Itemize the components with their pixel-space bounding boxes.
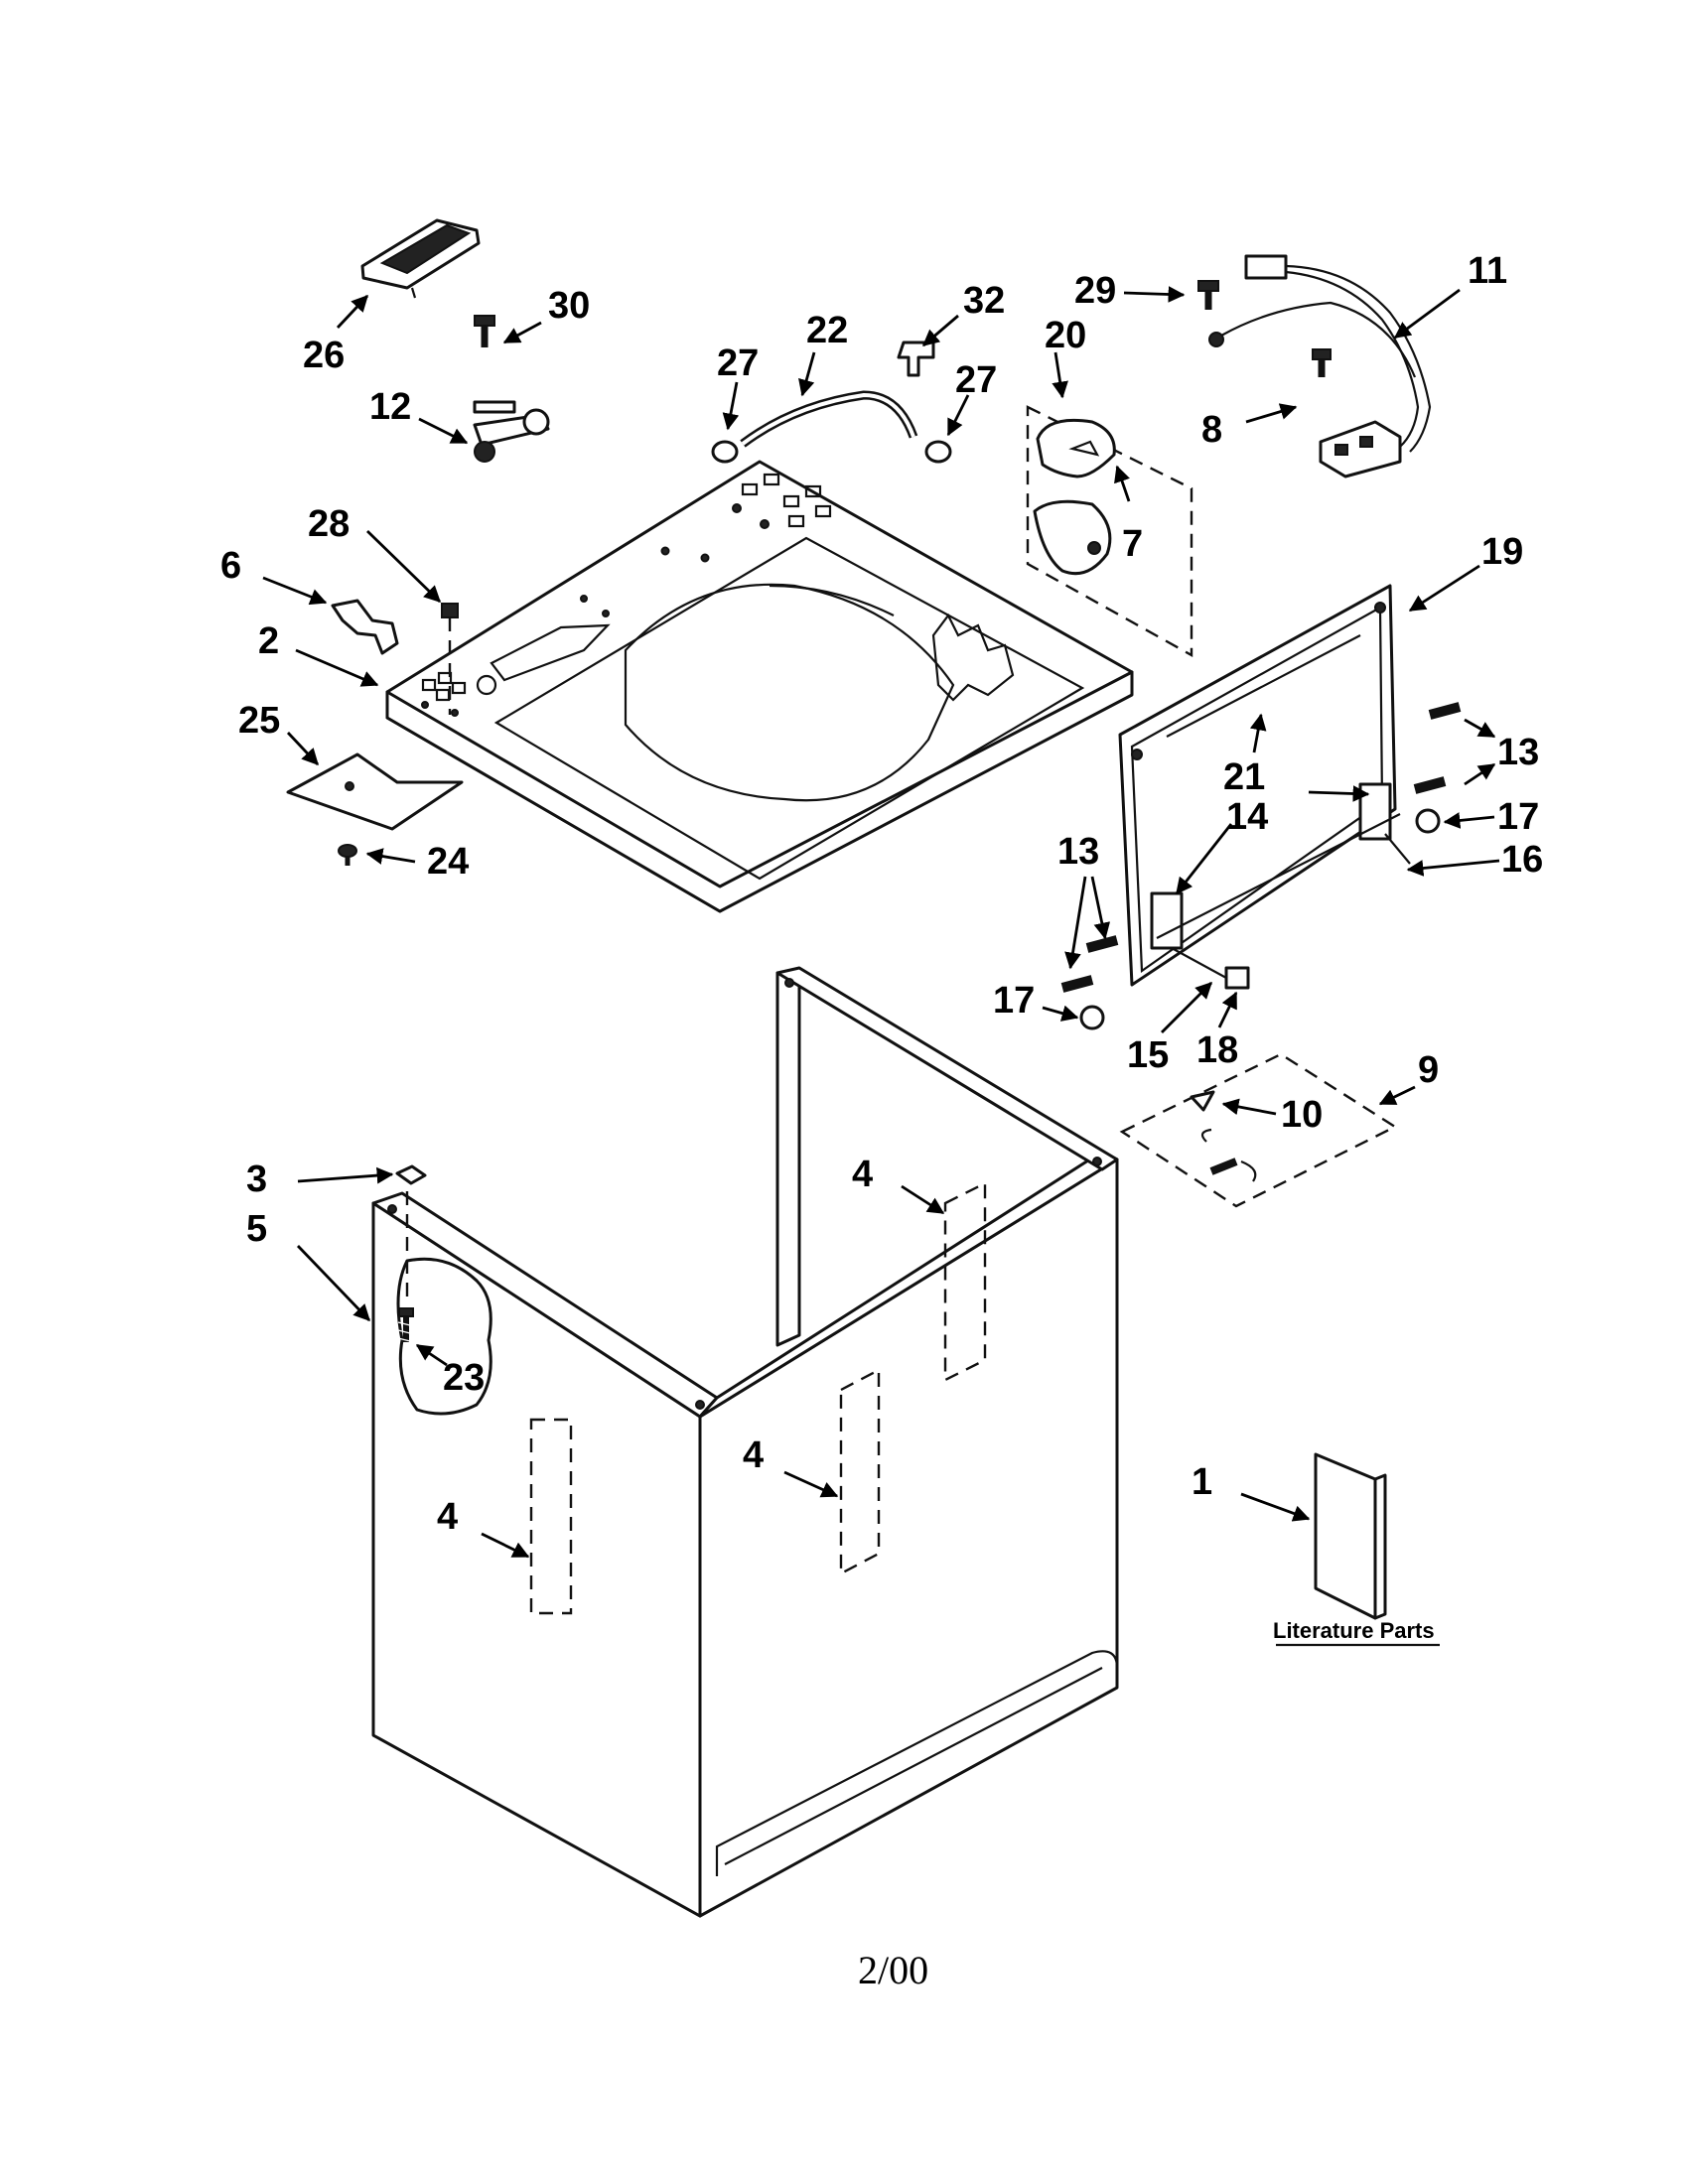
callout-23: 23 bbox=[443, 1357, 485, 1399]
callout-28: 28 bbox=[308, 503, 350, 545]
callout-24: 24 bbox=[427, 841, 469, 883]
callout-32: 32 bbox=[963, 280, 1005, 322]
callout-4-left: 4 bbox=[437, 1496, 458, 1538]
callout-4-back: 4 bbox=[852, 1154, 873, 1195]
callout-22: 22 bbox=[806, 310, 848, 351]
part-8-lid-switch bbox=[1312, 348, 1402, 478]
washer-top-assembly bbox=[385, 460, 1134, 913]
part-6-wire-retainer bbox=[331, 599, 399, 655]
callout-12: 12 bbox=[369, 386, 411, 428]
part-24-screw bbox=[338, 844, 357, 866]
callout-10: 10 bbox=[1281, 1094, 1323, 1136]
part-17-nut-left bbox=[1079, 1005, 1105, 1030]
callout-1: 1 bbox=[1192, 1461, 1212, 1503]
part-25-shield bbox=[286, 752, 464, 831]
callout-15: 15 bbox=[1127, 1034, 1169, 1076]
callout-18: 18 bbox=[1196, 1029, 1238, 1071]
part-13-screws bbox=[1060, 702, 1462, 993]
callout-19: 19 bbox=[1481, 531, 1523, 573]
part-27-clamp-left bbox=[711, 440, 739, 464]
callout-9: 9 bbox=[1418, 1049, 1439, 1091]
part-11-wire-harness bbox=[1208, 254, 1432, 453]
callout-27-left: 27 bbox=[717, 342, 759, 384]
part-20-dispenser-assembly bbox=[1026, 405, 1193, 658]
cabinet-assembly bbox=[371, 966, 1119, 1918]
callout-4-front: 4 bbox=[743, 1434, 764, 1476]
callout-16: 16 bbox=[1501, 839, 1543, 881]
part-9-spring-assembly bbox=[1119, 1052, 1398, 1208]
callout-labels: 26 30 12 27 22 32 27 20 29 11 8 7 28 6 2… bbox=[220, 250, 1543, 1992]
part-30-screw bbox=[474, 315, 495, 347]
part-29-screw bbox=[1197, 280, 1219, 310]
part-3-clip bbox=[395, 1164, 427, 1185]
callout-25: 25 bbox=[238, 700, 280, 742]
callout-5: 5 bbox=[246, 1208, 267, 1250]
callout-14-right: 14 bbox=[1226, 796, 1268, 838]
leader-lines bbox=[262, 286, 1500, 1559]
part-18-bumper bbox=[1224, 966, 1250, 990]
part-27-clamp-right bbox=[924, 440, 952, 464]
callout-6: 6 bbox=[220, 545, 241, 587]
callout-30: 30 bbox=[548, 285, 590, 327]
callout-13-left: 13 bbox=[1057, 831, 1099, 873]
callout-3: 3 bbox=[246, 1159, 267, 1200]
callout-2: 2 bbox=[258, 620, 279, 662]
callout-11: 11 bbox=[1468, 250, 1507, 292]
part-17-nut-right bbox=[1415, 808, 1441, 834]
callout-8: 8 bbox=[1201, 409, 1222, 451]
callout-7: 7 bbox=[1122, 523, 1143, 565]
callout-20: 20 bbox=[1045, 315, 1086, 356]
literature-parts-label: Literature Parts bbox=[1273, 1618, 1435, 1643]
callout-29: 29 bbox=[1074, 270, 1116, 312]
part-22-hose bbox=[740, 390, 918, 448]
part-28-clip bbox=[441, 603, 459, 715]
callout-26: 26 bbox=[303, 335, 345, 376]
part-12-switch bbox=[473, 400, 550, 463]
part-1-literature bbox=[1276, 1452, 1440, 1647]
callout-21: 21 bbox=[1223, 756, 1265, 798]
part-26-control-cover bbox=[360, 218, 481, 299]
callout-27-right: 27 bbox=[955, 359, 997, 401]
callout-17-right: 17 bbox=[1497, 796, 1539, 838]
callout-17-left: 17 bbox=[993, 980, 1035, 1022]
part-32-bracket bbox=[897, 341, 935, 377]
callout-13-right: 13 bbox=[1497, 732, 1539, 773]
revision-date: 2/00 bbox=[858, 1948, 928, 1992]
